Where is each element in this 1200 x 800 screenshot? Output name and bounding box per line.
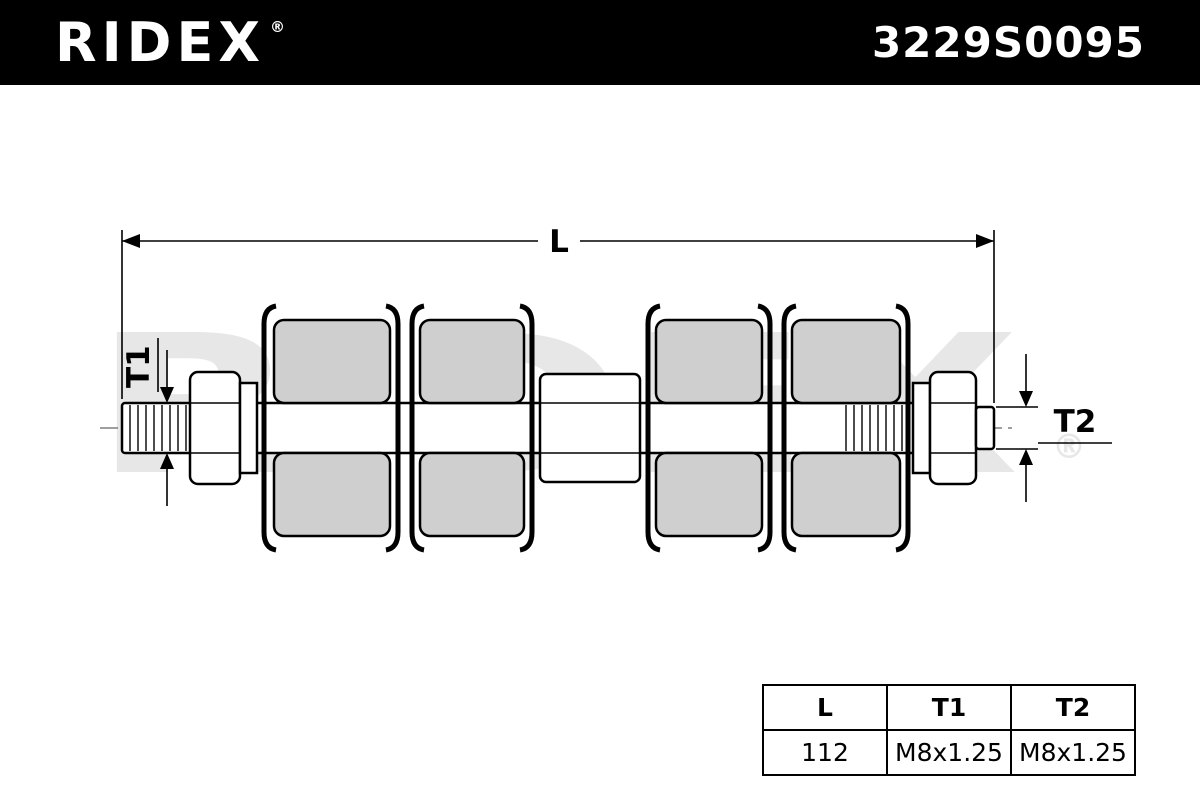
rubber-bushings bbox=[272, 318, 902, 538]
dimension-t1-label: T1 bbox=[121, 345, 157, 388]
part-number: 3229S0095 bbox=[871, 18, 1145, 67]
cup-washers bbox=[261, 303, 911, 553]
bushing bbox=[790, 451, 902, 538]
hex-section bbox=[538, 372, 642, 484]
bushing bbox=[418, 318, 526, 405]
spec-table: L T1 T2 112 M8x1.25 M8x1.25 bbox=[762, 684, 1136, 776]
brand-registered-mark-icon: ® bbox=[270, 17, 286, 36]
cup-washer bbox=[261, 303, 277, 553]
brand-name: RIDEX bbox=[55, 10, 266, 74]
arrowhead-down-icon bbox=[1019, 391, 1033, 407]
cup-washer bbox=[409, 303, 425, 553]
arrowhead-down-icon bbox=[160, 387, 174, 403]
right-nut bbox=[928, 370, 978, 486]
bushing bbox=[272, 451, 392, 538]
left-nut bbox=[188, 370, 242, 486]
left-thread bbox=[129, 405, 187, 451]
dimension-length bbox=[121, 230, 995, 403]
arrowhead-up-icon bbox=[1019, 449, 1033, 465]
bushing bbox=[272, 318, 392, 405]
dimension-length-label: L bbox=[549, 224, 569, 260]
left-washer bbox=[238, 381, 259, 475]
dimension-t2 bbox=[996, 354, 1112, 502]
bushing bbox=[654, 451, 764, 538]
arrowhead-left-icon bbox=[122, 234, 140, 248]
right-stud-tip bbox=[974, 405, 996, 451]
cup-washer bbox=[645, 303, 661, 553]
spec-col-t1: T1 bbox=[886, 684, 1012, 731]
arrowhead-up-icon bbox=[160, 453, 174, 469]
bushing bbox=[654, 318, 764, 405]
arrowhead-right-icon bbox=[976, 234, 994, 248]
spec-col-t2: T2 bbox=[1010, 684, 1136, 731]
spec-value-t1: M8x1.25 bbox=[886, 729, 1012, 776]
brand-logo: RIDEX ® bbox=[55, 10, 286, 74]
spec-value-l: 112 bbox=[762, 729, 888, 776]
dimension-t1 bbox=[157, 338, 174, 506]
cup-washer bbox=[757, 303, 773, 553]
right-thread bbox=[845, 405, 903, 451]
cup-washer bbox=[385, 303, 401, 553]
cup-washer bbox=[781, 303, 797, 553]
spec-col-l: L bbox=[762, 684, 888, 731]
dimension-t2-label: T2 bbox=[1054, 404, 1097, 440]
right-washer bbox=[911, 381, 932, 475]
spec-table-value-row: 112 M8x1.25 M8x1.25 bbox=[762, 729, 1136, 776]
cup-washer bbox=[895, 303, 911, 553]
header-bar: RIDEX ® 3229S0095 bbox=[0, 0, 1200, 85]
bushing bbox=[418, 451, 526, 538]
watermark-registered-mark-icon: ® bbox=[1052, 427, 1086, 467]
cup-washer bbox=[519, 303, 535, 553]
spec-table-header-row: L T1 T2 bbox=[762, 684, 1136, 731]
bushing bbox=[790, 318, 902, 405]
spec-value-t2: M8x1.25 bbox=[1010, 729, 1136, 776]
